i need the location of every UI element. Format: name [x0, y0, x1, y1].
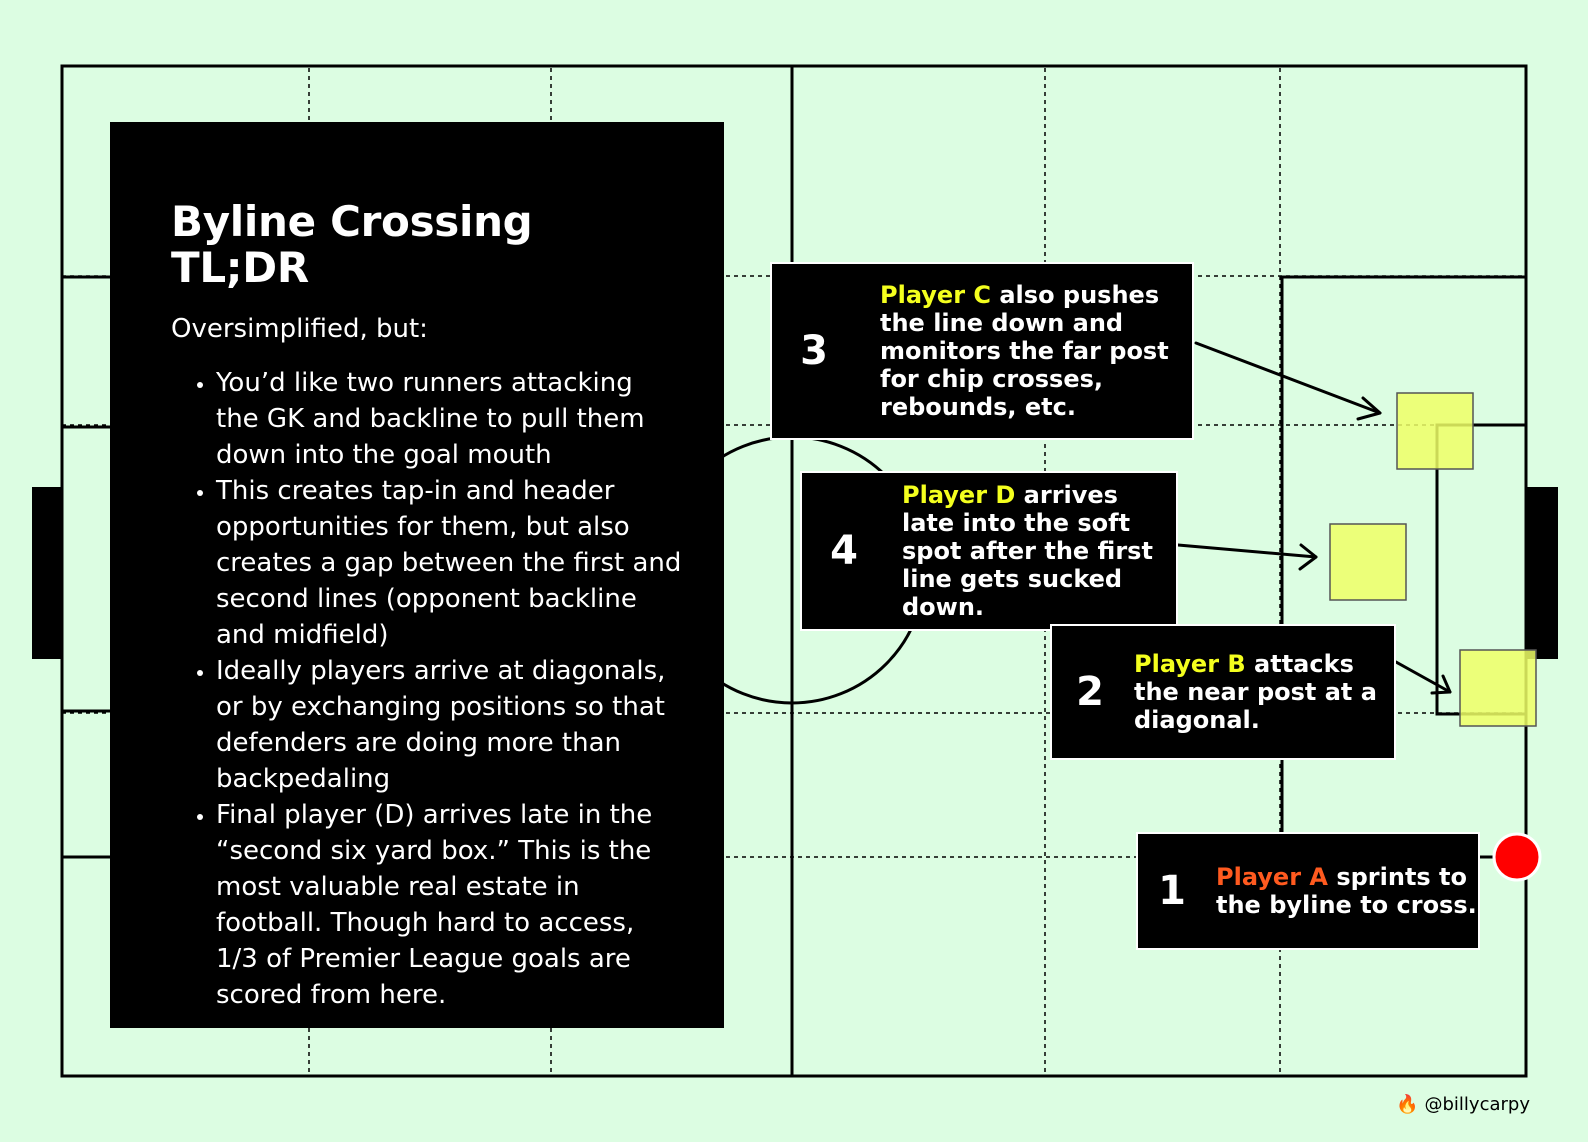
page-title: Byline Crossing TL;DR — [171, 197, 533, 293]
right-goal — [1526, 487, 1558, 659]
callout-text: Player D arrives late into the soft spot… — [902, 481, 1176, 621]
player-name: Player A — [1216, 863, 1328, 891]
callout-number: 4 — [830, 528, 858, 574]
callout-player-a: 1 Player A sprints to the byline to cros… — [1136, 832, 1480, 950]
left-box-ticks — [62, 275, 110, 859]
callout-text: Player C also pushes the line down and m… — [880, 281, 1192, 421]
player-d-square — [1329, 523, 1407, 601]
callout-description: attacks the near post at a diagonal. — [1134, 650, 1377, 734]
credit: 🔥 @billycarpy — [1396, 1094, 1530, 1115]
callout-text: Player B attacks the near post at a diag… — [1134, 650, 1394, 734]
callout-player-b: 2 Player B attacks the near post at a di… — [1050, 624, 1396, 760]
left-goal — [32, 487, 62, 659]
player-squares — [1329, 392, 1537, 727]
run-arrows — [1176, 341, 1498, 859]
list-item: Final player (D) arrives late in the “se… — [216, 797, 683, 1013]
player-name: Player B — [1134, 650, 1246, 678]
player-name: Player D — [902, 481, 1016, 509]
player-name: Player C — [880, 281, 991, 309]
callout-description: sprints to the byline to cross. — [1216, 863, 1477, 919]
list-item: You’d like two runners attacking the GK … — [216, 365, 683, 473]
player-c-square — [1396, 392, 1474, 470]
player-a-ball — [1492, 832, 1542, 882]
callout-number: 1 — [1158, 868, 1186, 914]
callout-description: also pushes the line down and monitors t… — [880, 281, 1169, 421]
list-item: This creates tap-in and header opportuni… — [216, 473, 683, 653]
fire-icon: 🔥 — [1396, 1094, 1419, 1115]
tldr-panel: Byline Crossing TL;DR Oversimplified, bu… — [110, 122, 724, 1028]
bullet-list: You’d like two runners attacking the GK … — [171, 365, 683, 1013]
callout-number: 3 — [800, 328, 828, 374]
list-item: Ideally players arrive at diagonals, or … — [216, 653, 683, 797]
intro-text: Oversimplified, but: — [171, 314, 428, 345]
callout-description: arrives late into the soft spot after th… — [902, 481, 1153, 621]
player-b-square — [1459, 649, 1537, 727]
credit-handle[interactable]: @billycarpy — [1424, 1094, 1531, 1115]
callout-text: Player A sprints to the byline to cross. — [1216, 863, 1478, 919]
callout-player-c: 3 Player C also pushes the line down and… — [770, 262, 1194, 440]
callout-number: 2 — [1076, 669, 1104, 715]
callout-player-d: 4 Player D arrives late into the soft sp… — [800, 471, 1178, 631]
